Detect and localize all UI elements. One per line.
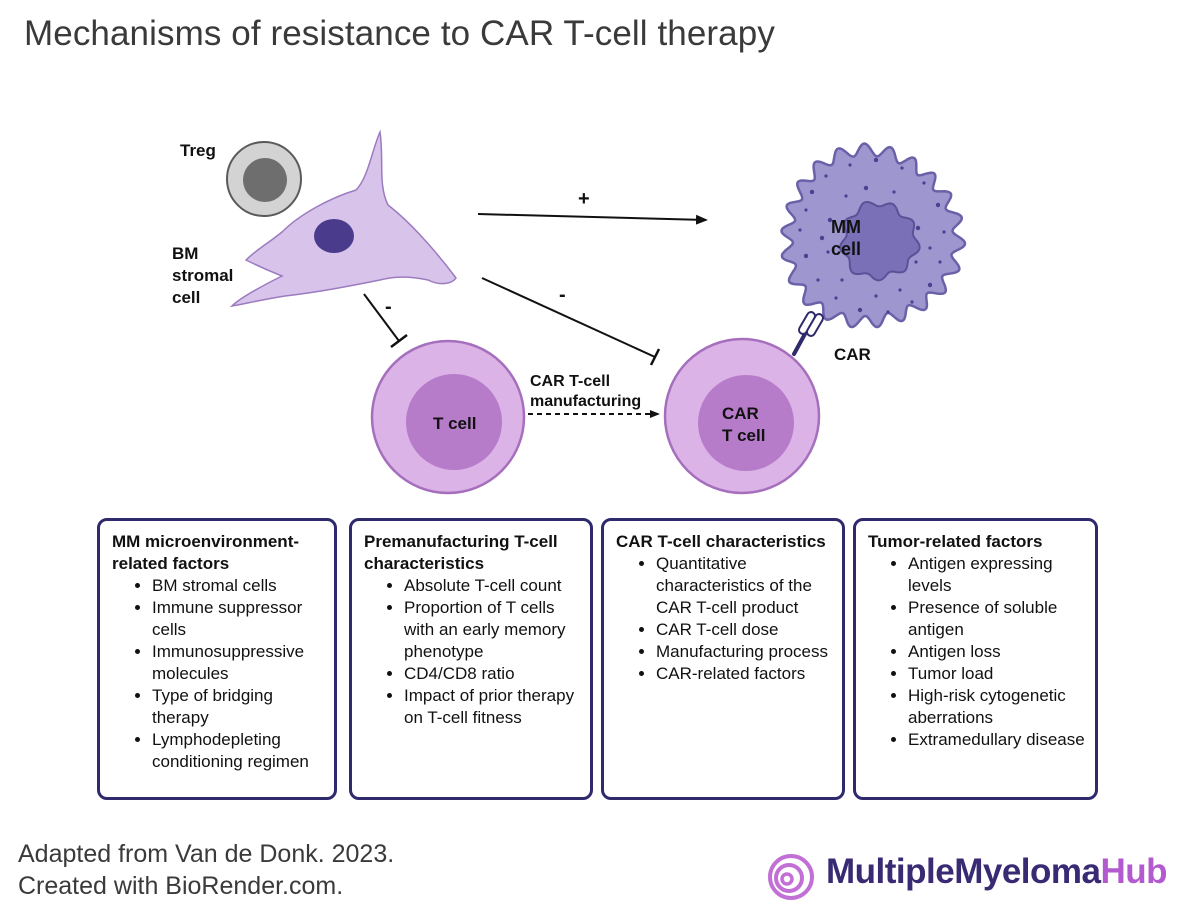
granule-dot [834,296,838,300]
list-item: Presence of soluble antigen [908,597,1085,641]
granule-dot [915,225,921,231]
manufacturing-label: CAR T-cell manufacturing [530,373,642,410]
brand-name: MultipleMyelomaHub [826,852,1168,891]
car-label: CAR [834,345,871,364]
box-heading: Premanufacturing T-cell characteristics [364,532,558,573]
list-item: Manufacturing process [656,641,832,663]
list-item: Impact of prior therapy on T-cell fitnes… [404,685,580,729]
treg-cell [226,141,302,217]
granule-dot [892,190,896,194]
page-title: Mechanisms of resistance to CAR T-cell t… [24,14,775,53]
granule-dot [844,194,848,198]
minus-sign-center: - [559,284,566,306]
list-item: Lymphodepleting conditioning regimen [152,729,324,773]
treg-label: Treg [180,141,216,160]
granule-dot [809,189,815,195]
granule-dot [914,260,918,264]
mm-cell-label: MM cell [830,217,862,259]
list-item: Antigen loss [908,641,1085,663]
citation: Adapted from Van de Donk. 2023. Created … [18,838,394,902]
citation-line: Adapted from Van de Donk. 2023. [18,840,395,868]
spiral-logo-icon [768,854,814,900]
granule-dot [935,202,941,208]
list-item: Tumor load [908,663,1085,685]
granule-dot [826,250,830,254]
list-item: CAR-related factors [656,663,832,685]
factor-list: Antigen expressing levels Presence of so… [868,553,1085,751]
list-item: Immune suppressor cells [152,597,324,641]
granule-dot [816,278,820,282]
list-item: Absolute T-cell count [404,575,580,597]
granule-dot [942,230,946,234]
t-cell [370,339,526,495]
granule-dot [927,282,933,288]
granule-dot [938,260,942,264]
granule-dot [848,163,852,167]
granule-dot [928,246,932,250]
factor-list: BM stromal cells Immune suppressor cells… [112,575,324,773]
box-heading: CAR T-cell characteristics [616,532,826,551]
granule-dot [874,294,878,298]
plus-sign: + [578,188,590,210]
car-t-cell [663,337,821,495]
granule-dot [857,307,863,313]
list-item: Proportion of T cells with an early memo… [404,597,580,663]
inhibition-to-t-cell [363,293,408,348]
bm-stromal-cell [229,129,457,308]
granule-dot [873,157,879,163]
factor-list: Absolute T-cell count Proportion of T ce… [364,575,580,729]
granule-dot [803,253,809,259]
car-receptor-icon [792,311,824,356]
box-heading: Tumor-related factors [868,532,1043,551]
granule-dot [804,208,808,212]
granule-dot [840,278,844,282]
granule-dot [898,288,902,292]
minus-sign-left: - [385,296,392,318]
factor-box-car-t-characteristics: CAR T-cell characteristics Quantitative … [601,518,845,800]
list-item: BM stromal cells [152,575,324,597]
t-cell-label: T cell [433,414,477,433]
granule-dot [922,181,926,185]
car-t-cell-label: CAR T cell [722,404,766,445]
granule-dot [910,300,914,304]
factor-box-premanufacturing: Premanufacturing T-cell characteristics … [349,518,593,800]
granule-dot [886,310,890,314]
factor-box-tumor-related: Tumor-related factors Antigen expressing… [853,518,1098,800]
list-item: Immunosuppressive molecules [152,641,324,685]
list-item: CAR T-cell dose [656,619,832,641]
stimulation-arrow [477,213,708,225]
list-item: CD4/CD8 ratio [404,663,580,685]
factor-box-microenvironment: MM microenvironment-related factors BM s… [97,518,337,800]
list-item: High-risk cytogenetic aberrations [908,685,1085,729]
list-item: Extramedullary disease [908,729,1085,751]
granule-dot [798,228,802,232]
list-item: Quantitative characteristics of the CAR … [656,553,832,619]
inhibition-to-car-t-cell [481,277,661,366]
granule-dot [900,166,904,170]
granule-dot [819,235,825,241]
mm-cell [780,142,967,329]
granule-dot [863,185,869,191]
bm-stromal-label: BM stromal cell [172,244,234,307]
credit-line: Created with BioRender.com. [18,872,344,900]
box-heading: MM microenvironment-related factors [112,532,300,573]
granule-dot [827,217,833,223]
factor-list: Quantitative characteristics of the CAR … [616,553,832,685]
granule-dot [824,174,828,178]
list-item: Type of bridging therapy [152,685,324,729]
list-item: Antigen expressing levels [908,553,1085,597]
